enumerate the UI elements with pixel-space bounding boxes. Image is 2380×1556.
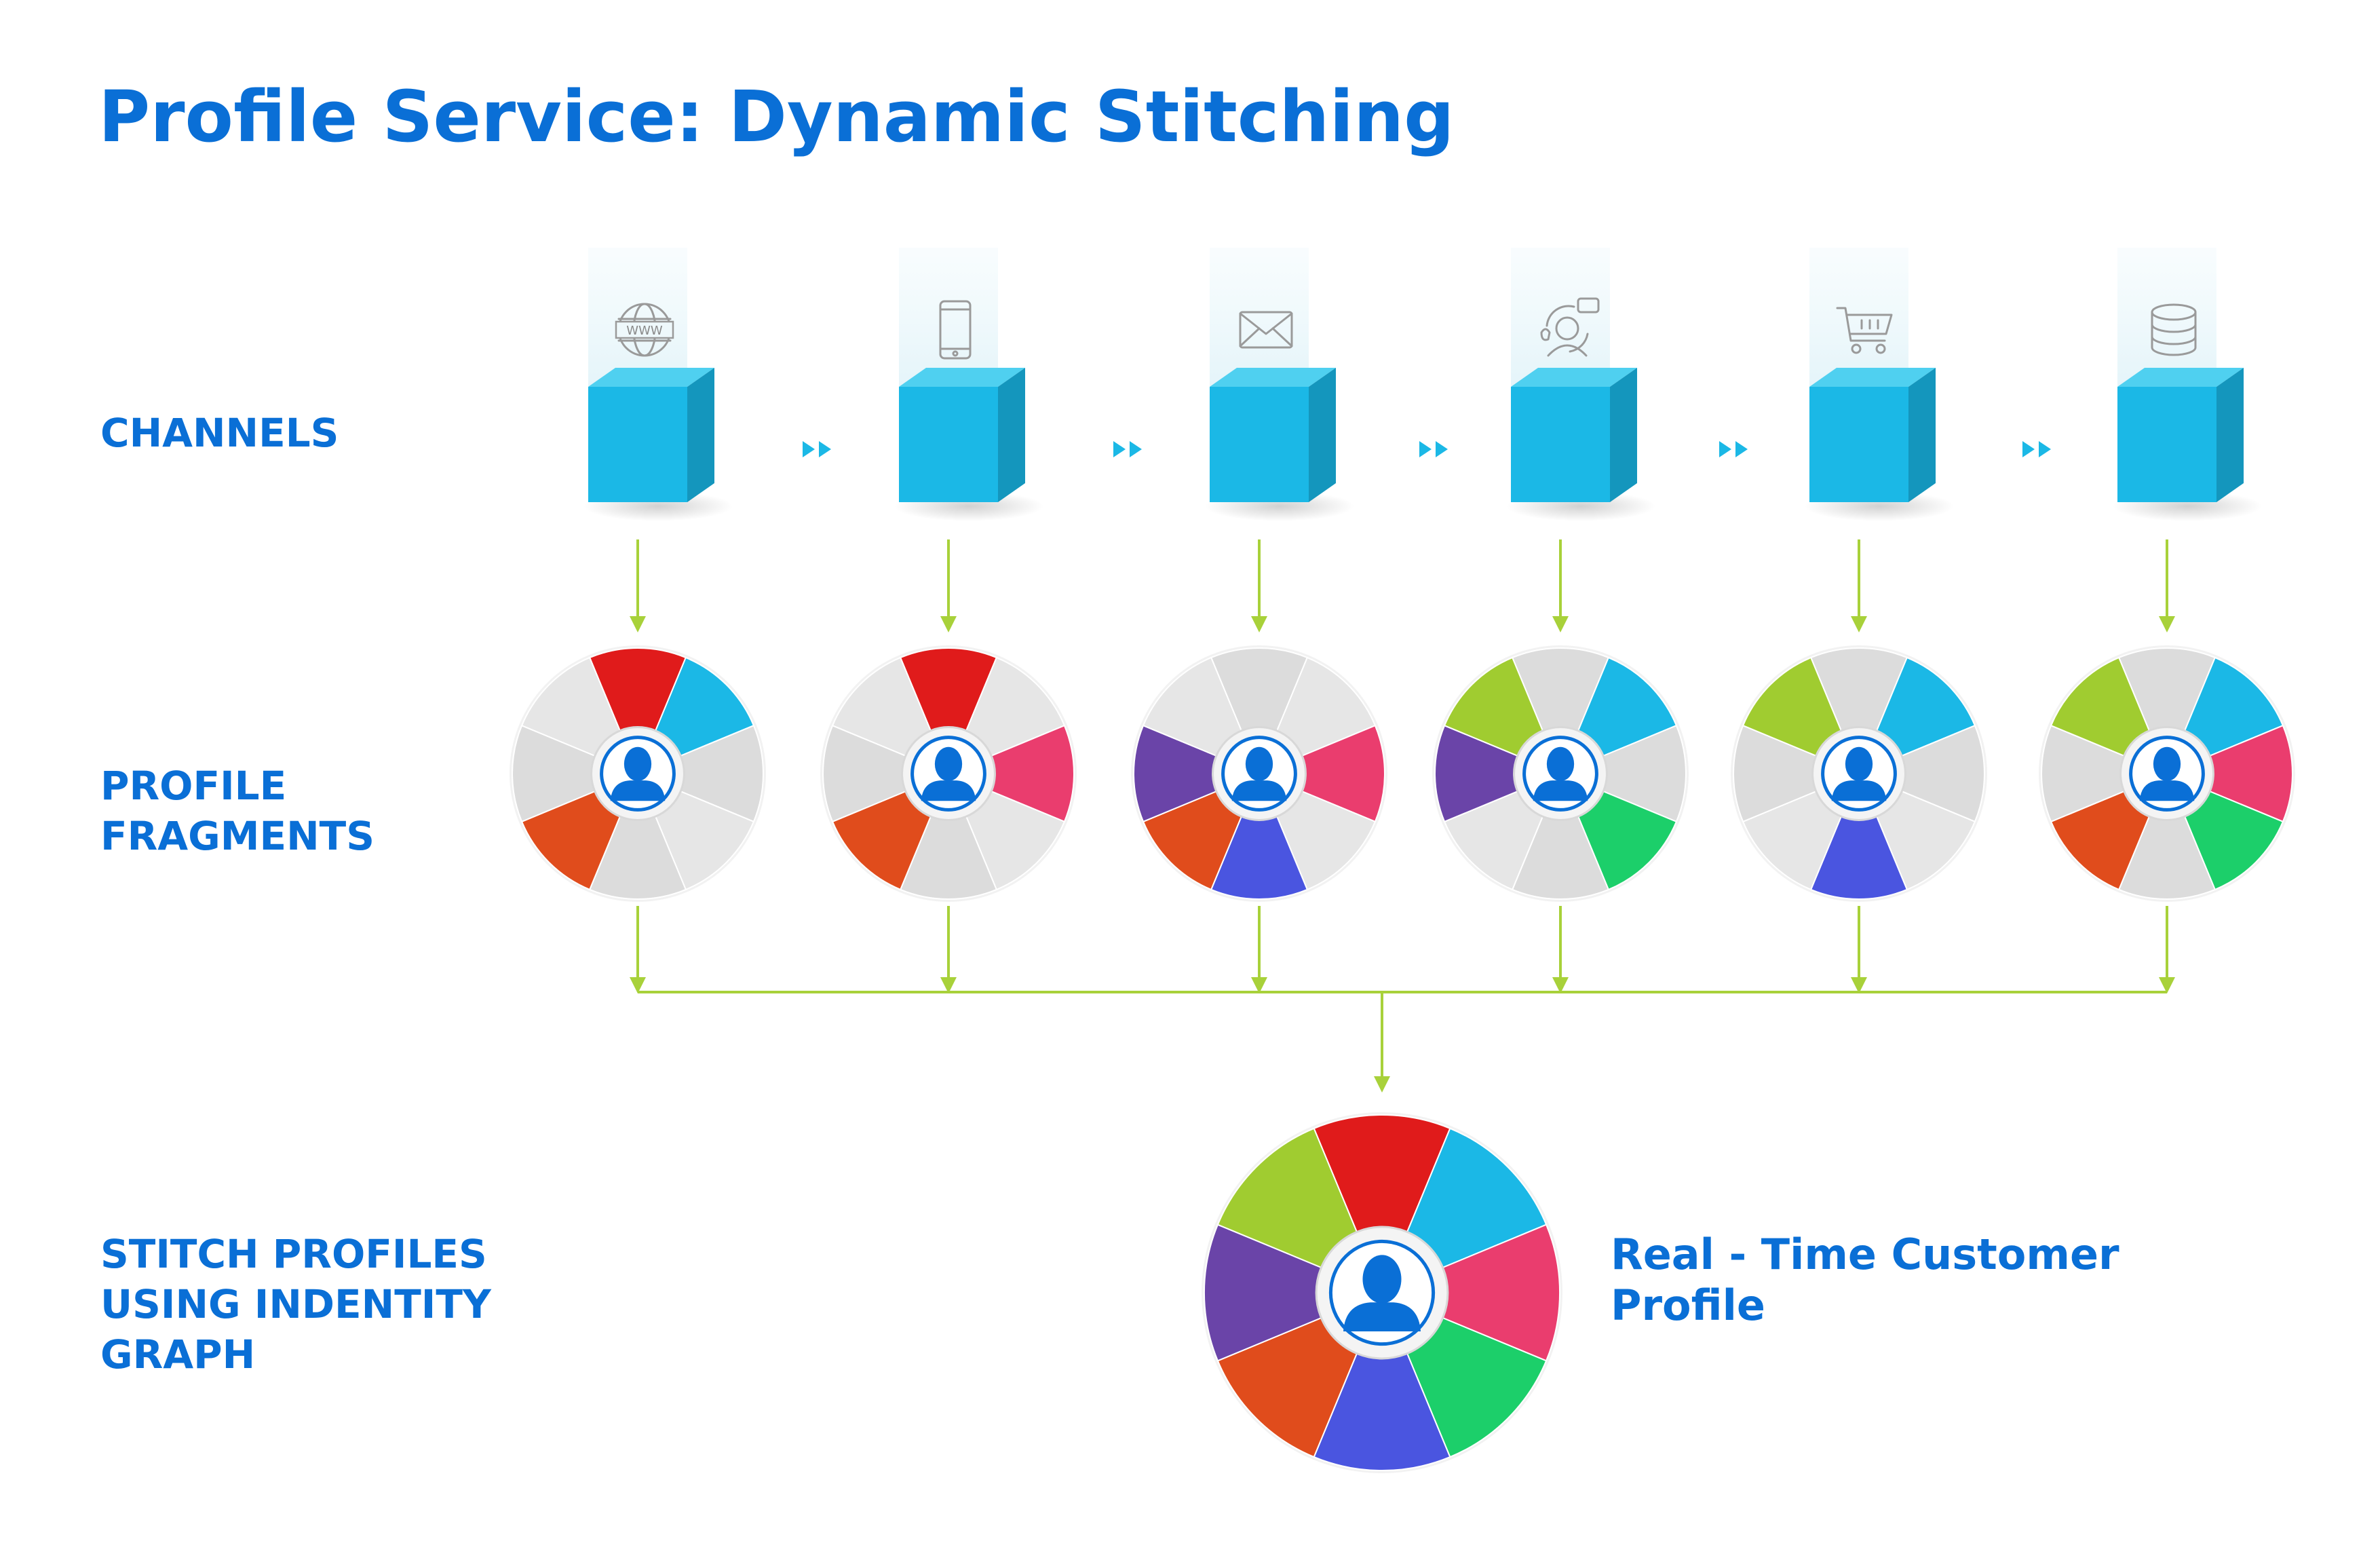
wheel-segment <box>2041 724 2169 823</box>
channel-block <box>2113 248 2262 521</box>
wheel-segment <box>899 647 998 776</box>
wheel-segment <box>1809 772 1908 900</box>
connectors-layer <box>630 539 2175 1093</box>
profile-fragment-wheel <box>2039 645 2295 902</box>
chevron-right-icon <box>1113 441 1142 457</box>
wheel-segment <box>2117 647 2216 776</box>
chevron-right-icon <box>1719 441 1748 457</box>
shopping-cart-icon <box>1836 307 1893 354</box>
cube-top <box>1809 368 1936 387</box>
stitch-row-label-line-2: USING INDENTITY <box>100 1281 492 1327</box>
wheel-segment <box>946 724 1075 823</box>
profile-fragment-wheel <box>510 645 766 902</box>
cube-side <box>998 368 1025 502</box>
wheel-segment <box>1203 1223 1384 1362</box>
fragments-layer <box>510 645 2295 902</box>
wheel-segment <box>899 772 998 900</box>
wheel-segment <box>588 647 687 776</box>
cube-top <box>1511 368 1637 387</box>
channel-block <box>1506 248 1655 521</box>
wheel-segment <box>1210 772 1309 900</box>
wheel-segment <box>1257 724 1385 823</box>
chevron-right-icon <box>1419 441 1448 457</box>
wheel-segment <box>1434 724 1562 823</box>
user-avatar-icon <box>1533 746 1588 801</box>
chevron-right-icon <box>2022 441 2051 457</box>
cube-front <box>2117 387 2216 502</box>
wheel-segment <box>636 724 764 823</box>
user-avatar-icon <box>1343 1255 1421 1332</box>
wheel-segment <box>2117 772 2216 900</box>
channel-block: WWW <box>583 248 733 521</box>
final-profile-wheel <box>1202 1112 1562 1473</box>
cube-front <box>1809 387 1908 502</box>
cube-top <box>899 368 1025 387</box>
email-icon <box>1239 311 1293 349</box>
wheel-segment <box>588 772 687 900</box>
stitch-row-label-line-3: GRAPH <box>100 1331 255 1378</box>
wheel-segment <box>1313 1114 1451 1295</box>
cube-front <box>899 387 998 502</box>
wheel-segment <box>2165 724 2293 823</box>
final-profile-label-line-2: Profile <box>1611 1280 1765 1330</box>
profile-fragment-wheel <box>1131 645 1387 902</box>
svg-text:WWW: WWW <box>626 324 663 338</box>
wheel-segment <box>512 724 640 823</box>
cube-front <box>588 387 687 502</box>
wheel-segment <box>1511 772 1610 900</box>
wheel-segment <box>822 724 951 823</box>
channel-block <box>1805 248 1954 521</box>
wheel-segment <box>1809 647 1908 776</box>
call-center-icon <box>1540 297 1600 357</box>
cube-front <box>1210 387 1309 502</box>
cube-side <box>1610 368 1637 502</box>
user-avatar-icon <box>610 746 666 801</box>
user-avatar-icon <box>2139 746 2195 801</box>
wheel-segment <box>1558 724 1687 823</box>
wheel-segment <box>1133 724 1261 823</box>
cube-top <box>1210 368 1336 387</box>
channel-block <box>894 248 1043 521</box>
cube-top <box>588 368 714 387</box>
channels-row-label: CHANNELS <box>100 410 339 456</box>
user-avatar-icon <box>1231 746 1287 801</box>
wheel-segment <box>1857 724 1985 823</box>
cube-side <box>2216 368 2244 502</box>
database-icon <box>2151 303 2197 356</box>
stitch-row-label-line-1: STITCH PROFILES <box>100 1231 487 1277</box>
cube-front <box>1511 387 1610 502</box>
user-avatar-icon <box>1831 746 1887 801</box>
final-profile-layer <box>1202 1112 1562 1473</box>
final-profile-label-line-1: Real - Time Customer <box>1611 1230 2119 1279</box>
profile-fragment-wheel <box>1432 645 1689 902</box>
wheel-segment <box>1733 724 1861 823</box>
page-title: Profile Service: Dynamic Stitching <box>98 75 1455 158</box>
channels-layer: WWW <box>583 248 2262 521</box>
mobile-phone-icon <box>939 300 972 360</box>
user-avatar-icon <box>921 746 976 801</box>
wheel-segment <box>1511 647 1610 776</box>
cube-side <box>1309 368 1336 502</box>
cube-top <box>2117 368 2244 387</box>
profile-fragment-wheel <box>1731 645 1987 902</box>
web-icon: WWW <box>615 303 674 357</box>
wheel-segment <box>1313 1291 1451 1472</box>
fragments-row-label-line-2: FRAGMENTS <box>100 813 375 859</box>
fragments-row-label-line-1: PROFILE <box>100 763 286 809</box>
profile-fragment-wheel <box>820 645 1077 902</box>
cube-side <box>1908 368 1936 502</box>
chevron-right-icon <box>803 441 831 457</box>
wheel-segment <box>1210 647 1309 776</box>
channel-block <box>1205 248 1354 521</box>
wheel-segment <box>1380 1223 1561 1362</box>
cube-side <box>687 368 714 502</box>
